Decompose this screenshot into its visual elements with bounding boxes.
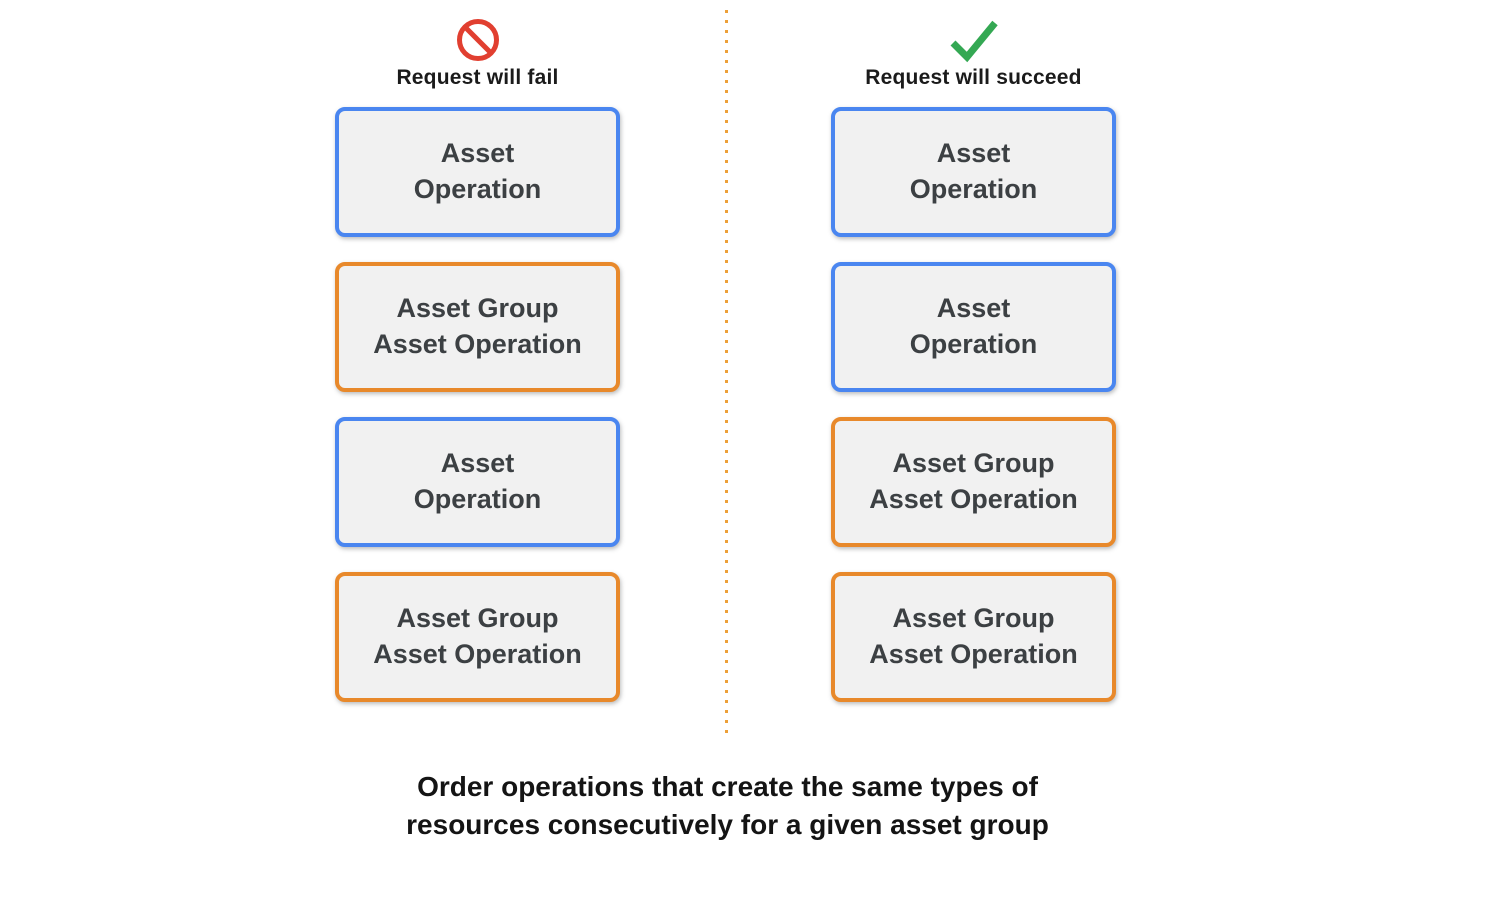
box-asset-operation: Asset Operation xyxy=(831,262,1116,392)
box-label-line: Asset xyxy=(936,293,1011,324)
box-label-line: Operation xyxy=(413,174,542,204)
box-label-line: Asset xyxy=(936,138,1011,169)
box-asset-group-asset-operation: Asset Group Asset Operation xyxy=(831,572,1116,702)
box-asset-operation: Asset Operation xyxy=(335,107,620,237)
box-asset-group-asset-operation: Asset Group Asset Operation xyxy=(831,417,1116,547)
box-label-line: Asset Operation xyxy=(373,329,582,359)
box-asset-group-asset-operation: Asset Group Asset Operation xyxy=(335,262,620,392)
caption: Order operations that create the same ty… xyxy=(250,768,1205,844)
caption-line-2: resources consecutively for a given asse… xyxy=(406,808,1049,840)
checkmark-icon xyxy=(946,16,1002,64)
box-label-line: Asset Group xyxy=(892,603,1055,634)
fail-column-title: Request will fail xyxy=(396,66,559,89)
box-label-line: Asset Group xyxy=(396,603,559,634)
box-asset-group-asset-operation: Asset Group Asset Operation xyxy=(335,572,620,702)
fail-column: Request will fail Asset Operation Asset … xyxy=(333,16,622,702)
box-label-line: Asset Group xyxy=(892,448,1055,479)
succeed-column-title: Request will succeed xyxy=(865,66,1082,89)
fail-box-list: Asset Operation Asset Group Asset Operat… xyxy=(335,107,620,702)
box-label-line: Operation xyxy=(909,329,1038,359)
box-asset-operation: Asset Operation xyxy=(831,107,1116,237)
box-label-line: Asset Operation xyxy=(373,639,582,669)
box-label-line: Asset Operation xyxy=(869,639,1078,669)
box-label-line: Asset Group xyxy=(396,293,559,324)
box-label-line: Asset xyxy=(440,448,515,479)
caption-line-1: Order operations that create the same ty… xyxy=(417,771,1038,802)
prohibition-icon xyxy=(455,16,501,64)
dotted-divider xyxy=(725,10,728,736)
succeed-box-list: Asset Operation Asset Operation Asset Gr… xyxy=(831,107,1116,702)
box-label-line: Asset Operation xyxy=(869,484,1078,514)
box-label-line: Operation xyxy=(909,174,1038,204)
succeed-column: Request will succeed Asset Operation Ass… xyxy=(829,16,1118,702)
box-label-line: Asset xyxy=(440,138,515,169)
box-asset-operation: Asset Operation xyxy=(335,417,620,547)
box-label-line: Operation xyxy=(413,484,542,514)
